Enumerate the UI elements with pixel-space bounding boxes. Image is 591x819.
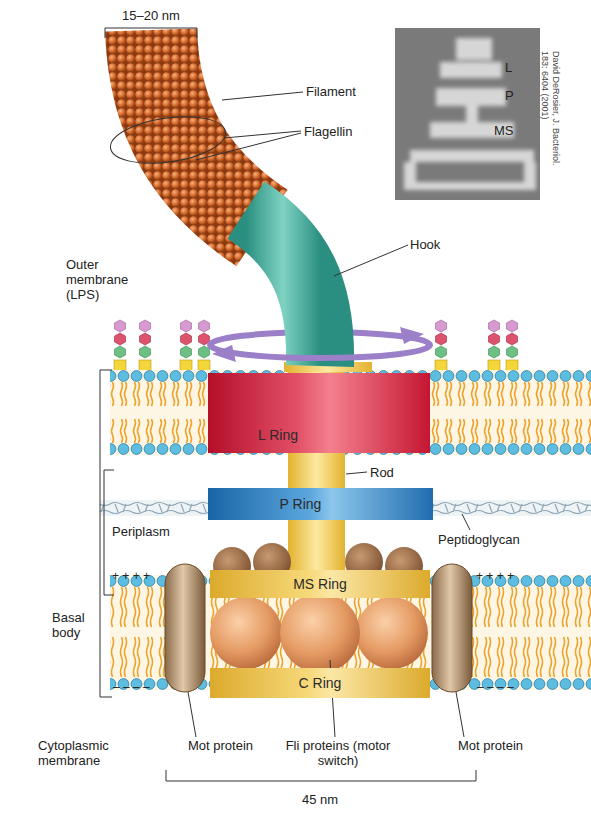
filament-shape (151, 30, 262, 228)
part-label: Mot protein (188, 738, 274, 753)
arrow-head (212, 345, 236, 362)
mot-protein-shape (432, 564, 472, 692)
part-label: Periplasm (112, 524, 192, 539)
outer-membrane (110, 370, 591, 455)
part-label: Rod (370, 465, 410, 480)
part-label: + + + + (476, 569, 536, 584)
flagellin-ellipse (108, 110, 229, 170)
part-label: Mot protein (458, 738, 548, 753)
ring-band: L Ring (208, 373, 430, 453)
part-label: Hook (410, 237, 470, 252)
ring-label: C Ring (299, 675, 342, 691)
leader-lines (188, 92, 470, 737)
part-label: – – – – (477, 680, 537, 695)
hook-shape (246, 210, 320, 366)
part-label: Basal body (52, 610, 96, 640)
micrograph-background (395, 28, 540, 200)
brackets (100, 28, 476, 781)
micrograph-rings (404, 38, 536, 190)
part-label: 15–20 nm (100, 8, 202, 23)
mot-protein-shape (165, 564, 205, 692)
part-label: Flagellin (304, 124, 384, 139)
part-label: Peptidoglycan (438, 532, 538, 547)
part-label: L (505, 60, 525, 75)
ring-label: MS Ring (293, 576, 347, 592)
part-label: Outer membrane (LPS) (66, 257, 138, 302)
part-label: Cytoplasmic membrane (38, 738, 128, 768)
fli-protein-spheres (210, 593, 428, 673)
part-label: 45 nm (290, 792, 350, 807)
ring-label: L Ring (258, 427, 298, 443)
rotation-arrow-front (210, 345, 430, 358)
micrograph-inset (395, 28, 540, 200)
arrow-head (400, 327, 424, 344)
part-label: – – – – (113, 680, 173, 695)
ring-band: C Ring (210, 668, 430, 698)
part-label: + + + + (112, 569, 172, 584)
ring-label: P Ring (280, 496, 322, 512)
part-label: Filament (306, 84, 386, 99)
part-label: David DeRosier, J. Bacteriol. 183: 6404 … (539, 51, 561, 171)
part-label: MS (494, 123, 524, 138)
ring-band: MS Ring (210, 570, 430, 598)
ring-band: P Ring (208, 488, 433, 520)
part-label: Fli proteins (motor switch) (278, 738, 398, 768)
part-label: P (505, 88, 525, 103)
